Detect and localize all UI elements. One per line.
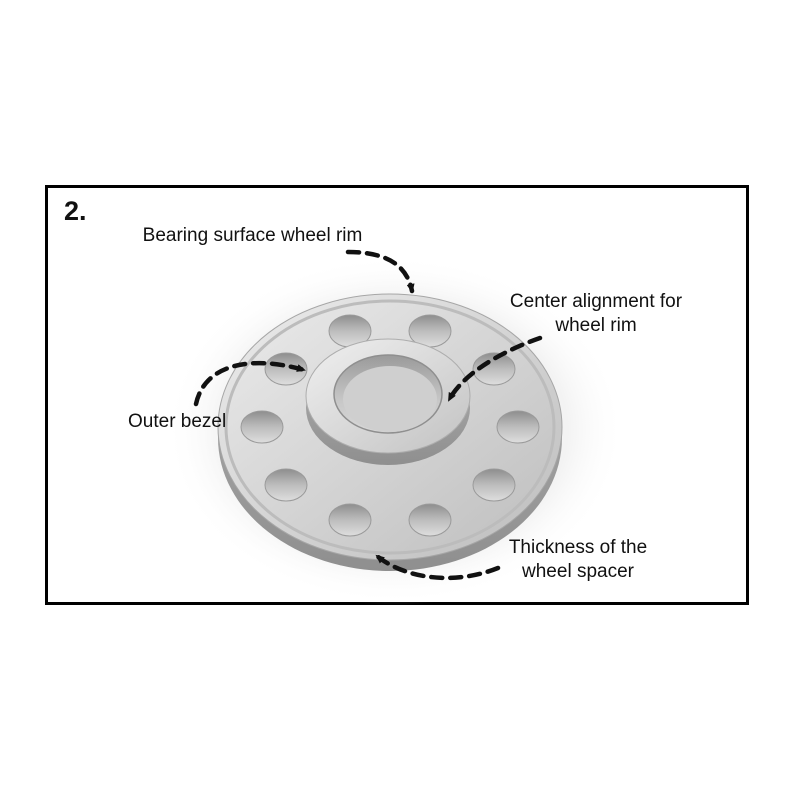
arrow-bearing-surface (345, 249, 415, 294)
outer-bezel-ring (224, 299, 556, 555)
center-alignment-boss (305, 338, 471, 465)
step-number: 2. (64, 196, 87, 226)
label-bearing-surface: Bearing surface wheel rim (142, 225, 363, 246)
arrow-thickness (374, 553, 501, 581)
bolt-holes (240, 314, 540, 537)
label-outer-bezel: Outer bezel (128, 411, 227, 432)
label-center-alignment: Center alignment for wheel rim (509, 291, 683, 336)
arrow-center-alignment (446, 335, 543, 403)
center-bore-floor (343, 366, 437, 432)
arrow-outer-bezel (193, 360, 307, 407)
annotation-arrows (193, 249, 543, 581)
label-thickness: Thickness of the wheel spacer (508, 537, 648, 582)
